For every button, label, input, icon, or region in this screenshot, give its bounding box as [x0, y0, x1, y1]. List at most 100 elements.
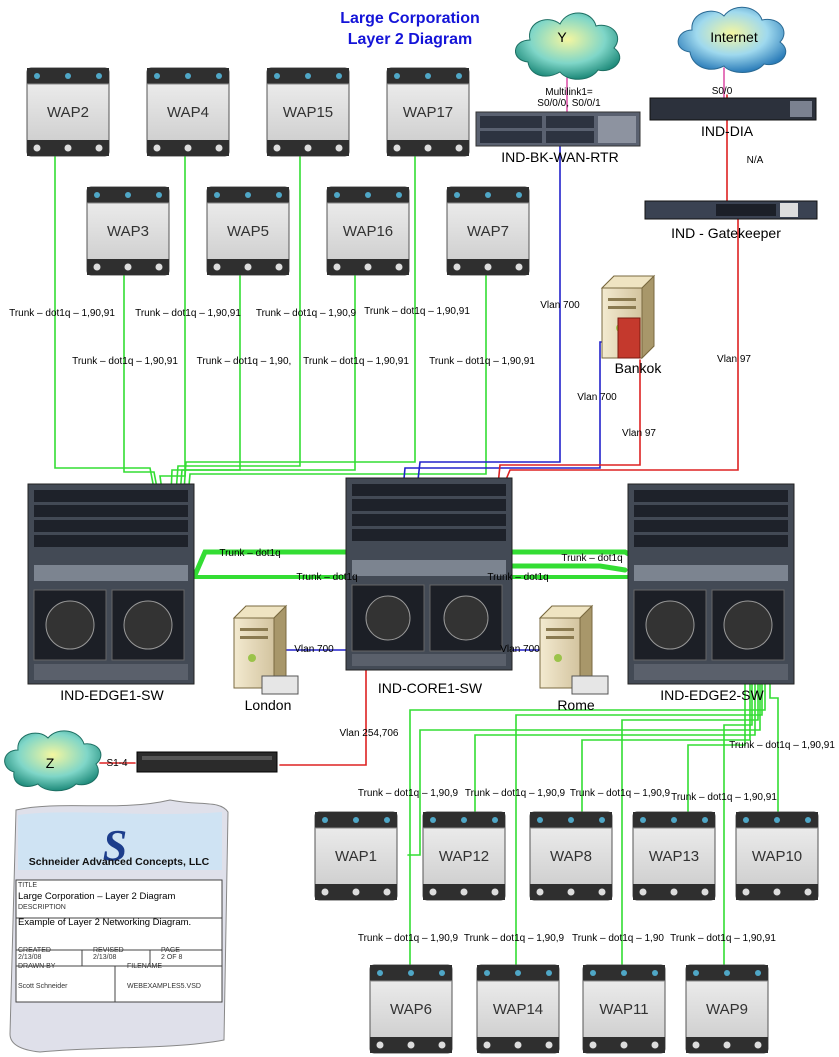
trunk-dot1q-label-2: Trunk – dot1q: [296, 572, 357, 583]
trunk-label-top-2: Trunk – dot1q – 1,90,91: [135, 308, 241, 319]
wap-label: WAP6: [390, 1001, 432, 1018]
gatekeeper-label: IND - Gatekeeper: [671, 225, 781, 241]
cloud-z: Z: [4, 730, 102, 792]
trunk-label-bottom-7: Trunk – dot1q – 1,90: [572, 933, 664, 944]
wap-wap1: WAP1: [314, 811, 398, 901]
link-vlan97-bankok: [497, 359, 641, 486]
filename-label: FILENAME: [127, 963, 163, 970]
core1-switch: IND-CORE1-SW: [345, 477, 513, 696]
title-block: Schneider Advanced Concepts, LLC TITLE L…: [8, 796, 230, 1052]
wap-wap8: WAP8: [529, 811, 613, 901]
wap-label: WAP9: [706, 1001, 748, 1018]
edge1-switch: IND-EDGE1-SW: [27, 483, 195, 703]
diagram-title: Large Corporation Layer 2 Diagram: [300, 8, 520, 50]
trunk-label-bottom-2: Trunk – dot1q – 1,90,9: [465, 788, 566, 799]
wap-wap3: WAP3: [86, 186, 170, 276]
trunk-label-bottom-6: Trunk – dot1q – 1,90,9: [464, 933, 565, 944]
wap-label: WAP14: [493, 1001, 543, 1018]
wap-label: WAP3: [107, 223, 149, 240]
s14-modem: [136, 751, 278, 773]
wap-label: WAP11: [599, 1001, 648, 1018]
wap-wap10: WAP10: [735, 811, 819, 901]
london-server: London: [233, 605, 299, 713]
wap-label: WAP16: [343, 223, 393, 240]
trunk-label-top-3: Trunk – dot1q – 1,90,9: [256, 308, 357, 319]
trunk-label-top-7: Trunk – dot1q – 1,90,91: [303, 356, 409, 367]
trunk-label-bottom-5: Trunk – dot1q – 1,90,9: [358, 933, 459, 944]
wap-label: WAP10: [752, 848, 802, 865]
trunk-label-top-8: Trunk – dot1q – 1,90,91: [429, 356, 535, 367]
bankok-label: Bankok: [615, 360, 663, 376]
na-label: N/A: [747, 155, 764, 166]
gatekeeper: IND - Gatekeeper: [644, 200, 818, 241]
wap-label: WAP5: [227, 223, 269, 240]
wap-wap13: WAP13: [632, 811, 716, 901]
s00-label: S0/0: [712, 86, 733, 97]
cloud-y-label: Y: [557, 29, 567, 45]
wap-wap5: WAP5: [206, 186, 290, 276]
dia-label: IND-DIA: [701, 123, 754, 139]
wap-label: WAP13: [649, 848, 699, 865]
wap-label: WAP7: [467, 223, 509, 240]
trunk-label-bottom-8: Trunk – dot1q – 1,90,91: [670, 933, 776, 944]
trunk-label-top-5: Trunk – dot1q – 1,90,91: [72, 356, 178, 367]
drawn-value: Scott Schneider: [18, 983, 68, 990]
trunk-label-bottom-3: Trunk – dot1q – 1,90,9: [570, 788, 671, 799]
revised-value: 2/13/08: [93, 954, 117, 961]
edge2-switch: IND-EDGE2-SW: [627, 483, 795, 703]
description-value: Example of Layer 2 Networking Diagram.: [18, 917, 192, 928]
trunk-dot1q-label-4: Trunk – dot1q: [487, 572, 548, 583]
page-label: PAGE: [161, 947, 180, 954]
wap-wap14: WAP14: [476, 964, 560, 1054]
wap-label: WAP17: [403, 104, 453, 121]
title-line-2: Layer 2 Diagram: [347, 31, 473, 48]
vlan700-rome-label: Vlan 700: [500, 644, 540, 655]
vlan700-label-a: Vlan 700: [540, 300, 580, 311]
wap-top-row: WAP2 WAP4 WAP15 WAP17 WAP3 WAP5 WAP16 WA…: [26, 67, 530, 276]
wap-wap6: WAP6: [369, 964, 453, 1054]
wap-wap11: WAP11: [582, 964, 666, 1054]
page-value: 2 OF 8: [161, 954, 183, 961]
edge2-label: IND-EDGE2-SW: [660, 687, 764, 703]
vlan97-label-b: Vlan 97: [622, 428, 656, 439]
wap-label: WAP2: [47, 104, 89, 121]
vlan254-label: Vlan 254,706: [340, 728, 399, 739]
bankok-server: Bankok: [601, 275, 663, 376]
link-vlan97-gatekeeper: [504, 211, 739, 483]
filename-value: WEBEXAMPLES5.VSD: [127, 983, 201, 990]
title-line-1: Large Corporation: [340, 10, 480, 27]
multilink-label-1: Multilink1=: [545, 87, 593, 98]
wap-label: WAP8: [550, 848, 592, 865]
edge1-label: IND-EDGE1-SW: [60, 687, 164, 703]
vlan700-london-label: Vlan 700: [294, 644, 334, 655]
trunk-label-bottom-right: Trunk – dot1q – 1,90,91: [729, 740, 835, 751]
trunk-label-top-4: Trunk – dot1q – 1,90,91: [364, 306, 470, 317]
wap-label: WAP4: [167, 104, 209, 121]
wap-wap17: WAP17: [386, 67, 470, 157]
wap-wap12: WAP12: [422, 811, 506, 901]
wap-label: WAP1: [335, 848, 377, 865]
revised-label: REVISED: [93, 947, 124, 954]
trunk-dot1q-label-1: Trunk – dot1q: [219, 548, 280, 559]
london-label: London: [245, 697, 292, 713]
wap-bottom-row: WAP1 WAP12 WAP8 WAP13 WAP10 WAP6 WAP14 W…: [314, 811, 819, 1054]
wan-router-label: IND-BK-WAN-RTR: [501, 149, 618, 165]
trunk-dot1q-label-3: Trunk – dot1q: [561, 553, 622, 564]
trunk-label-top-1: Trunk – dot1q – 1,90,91: [9, 308, 115, 319]
link-labels: Multilink1= S0/0/0, S0/0/1 S0/0 N/A Vlan…: [9, 86, 835, 944]
company-name: Schneider Advanced Concepts, LLC: [28, 856, 210, 868]
link-vlan700-wan: [417, 137, 561, 481]
trunk-label-bottom-1: Trunk – dot1q – 1,90,9: [358, 788, 459, 799]
title-value: Large Corporation – Layer 2 Diagram: [18, 891, 176, 902]
s14-label: S1-4: [106, 758, 128, 769]
vlan97-label-a: Vlan 97: [717, 354, 751, 365]
vlan700-label-b: Vlan 700: [577, 392, 617, 403]
multilink-label-2: S0/0/0, S0/0/1: [537, 98, 601, 109]
created-value: 2/13/08: [18, 954, 42, 961]
cloud-internet-label: Internet: [710, 29, 758, 45]
description-label: DESCRIPTION: [18, 904, 66, 911]
company-logo: S: [103, 821, 127, 870]
wap-wap2: WAP2: [26, 67, 110, 157]
wap-wap9: WAP9: [685, 964, 769, 1054]
wap-label: WAP12: [439, 848, 489, 865]
